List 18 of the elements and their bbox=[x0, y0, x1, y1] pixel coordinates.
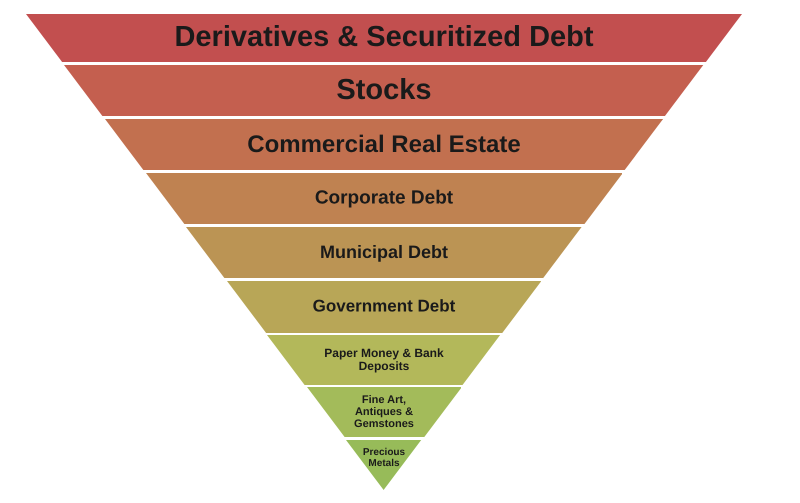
band-label: Government Debt bbox=[312, 298, 456, 316]
pyramid-band bbox=[26, 14, 742, 62]
pyramid-band bbox=[186, 227, 582, 278]
band-label: Stocks bbox=[336, 74, 432, 106]
pyramid-band bbox=[104, 119, 664, 170]
band-label: Municipal Debt bbox=[320, 242, 448, 262]
band-label: Derivatives & Securitized Debt bbox=[174, 22, 594, 54]
band-label: Paper Money & Bank Deposits bbox=[323, 346, 445, 374]
band-label: Fine Art, Antiques & Gemstones bbox=[353, 394, 415, 430]
band-label: Precious Metals bbox=[362, 447, 406, 469]
pyramid-band bbox=[346, 440, 422, 490]
band-label: Corporate Debt bbox=[314, 188, 454, 209]
band-label: Commercial Real Estate bbox=[247, 131, 521, 158]
pyramid-band bbox=[226, 281, 542, 333]
pyramid-band bbox=[306, 387, 462, 437]
pyramid-band bbox=[267, 335, 501, 385]
pyramid-band bbox=[64, 65, 704, 116]
pyramid-band bbox=[146, 173, 622, 224]
